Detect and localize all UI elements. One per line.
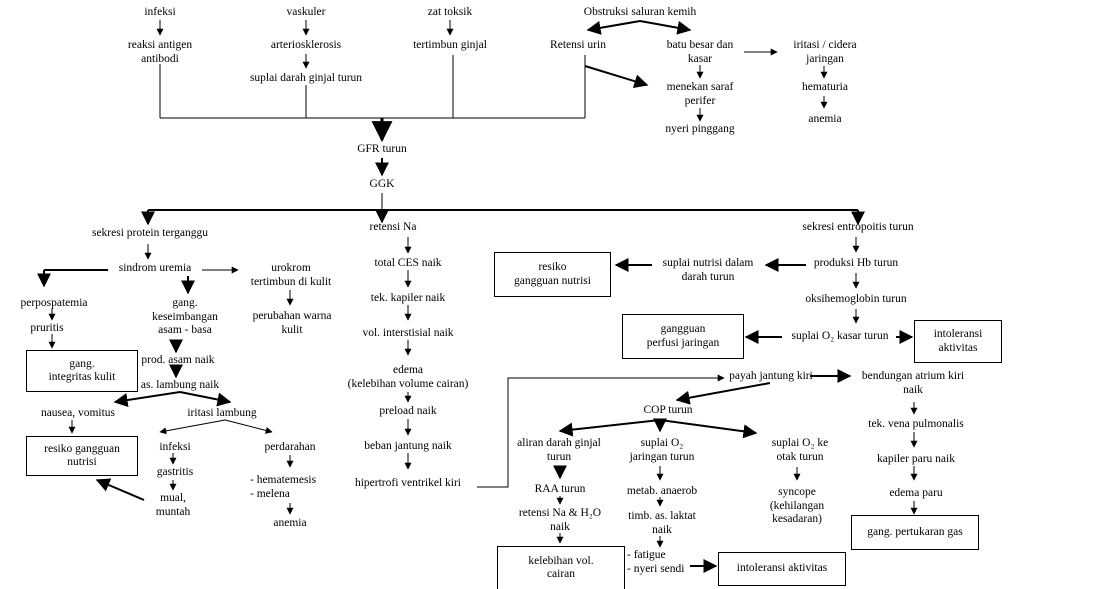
- box-kelebihan-vol: kelebihan vol. cairan: [497, 546, 625, 589]
- node-oksihemoglobin: oksihemoglobin turun: [805, 293, 907, 305]
- node-ggk: GGK: [369, 178, 395, 190]
- node-arteriosklerosis: arteriosklerosis: [270, 39, 342, 51]
- node-infeksi: infeksi: [144, 6, 176, 18]
- node-as-lambung: as. lambung naik: [140, 379, 220, 391]
- node-metab-anaerob: metab. anaerob: [626, 485, 698, 497]
- node-retensi-urin: Retensi urin: [550, 39, 606, 51]
- node-menekan-saraf: menekan saraf perifer: [666, 81, 734, 107]
- node-sekresi-protein: sekresi protein terganggu: [91, 227, 209, 239]
- node-cop-turun: COP turun: [643, 404, 693, 416]
- box-intoleransi-aktivitas-top: intoleransi aktivitas: [914, 320, 1002, 363]
- node-retensi-na-h2o: retensi Na & H₂O naik: [518, 507, 602, 533]
- node-suplai-o2-otak: suplai O₂ ke otak turun: [771, 437, 829, 463]
- box-gangguan-perfusi: gangguan perfusi jaringan: [622, 314, 744, 359]
- node-produksi-hb: produksi Hb turun: [813, 257, 899, 269]
- node-edema-paru: edema paru: [889, 487, 943, 499]
- node-tek-kapiler: tek. kapiler naik: [370, 292, 446, 304]
- node-aliran-darah-ginjal: aliran darah ginjal turun: [517, 437, 601, 463]
- node-bendungan-atrium: bendungan atrium kiri naik: [861, 370, 965, 396]
- node-nausea: nausea, vomitus: [40, 407, 116, 419]
- node-beban-jantung: beban jantung naik: [364, 440, 452, 452]
- node-anemia-bottom: anemia: [273, 517, 307, 529]
- node-iritasi-lambung: iritasi lambung: [187, 407, 257, 419]
- box-resiko-gangguan-nutrisi-right: resiko gangguan nutrisi: [494, 252, 611, 297]
- node-tek-vena: tek. vena pulmonalis: [868, 418, 964, 430]
- node-gang-keseimbangan: gang. keseimbangan asam - basa: [152, 297, 218, 336]
- node-reaksi-antigen: reaksi antigen antibodi: [127, 39, 193, 65]
- box-gang-pertukaran-gas: gang. pertukaran gas: [851, 515, 979, 550]
- node-suplai-o2-kasar: suplai O₂ kasar turun: [791, 330, 889, 342]
- node-sindrom-uremia: sindrom uremia: [118, 262, 192, 274]
- node-perubahan-warna: perubahan warna kulit: [252, 310, 332, 336]
- node-timb-as-laktat: timb. as. laktat naik: [628, 510, 696, 536]
- node-nyeri-pinggang: nyeri pinggang: [665, 123, 735, 135]
- node-perdarahan: perdarahan: [264, 441, 316, 453]
- node-zat-toksik: zat toksik: [427, 6, 473, 18]
- node-anemia-top: anemia: [808, 113, 842, 125]
- node-batu-besar: batu besar dan kasar: [666, 39, 734, 65]
- node-tertimbun-ginjal: tertimbun ginjal: [413, 39, 487, 51]
- node-gfr-turun: GFR turun: [357, 143, 407, 155]
- box-gang-integritas-kulit: gang. integritas kulit: [26, 350, 138, 392]
- node-preload: preload naik: [379, 405, 437, 417]
- node-perpospatemia: perpospatemia: [20, 297, 88, 309]
- node-fatigue: - fatigue - nyeri sendi: [627, 549, 685, 575]
- node-retensi-na: retensi Na: [369, 221, 417, 233]
- node-suplai-darah-ginjal: suplai darah ginjal turun: [249, 72, 363, 84]
- node-kapiler-paru: kapiler paru naik: [877, 453, 955, 465]
- node-obstruksi: Obstruksi saluran kemih: [583, 6, 697, 18]
- node-prod-asam: prod. asam naik: [141, 354, 215, 366]
- node-hipertrofi: hipertrofi ventrikel kiri: [354, 477, 462, 489]
- node-pruritis: pruritis: [30, 322, 64, 334]
- node-hematemesis: - hematemesis - melena: [250, 474, 317, 500]
- node-infeksi-lambung: infeksi: [159, 441, 191, 453]
- node-raa-turun: RAA turun: [534, 483, 586, 495]
- node-urokrom: urokrom tertimbun di kulit: [250, 262, 332, 288]
- node-total-ces: total CES naik: [374, 257, 442, 269]
- node-gastritis: gastritis: [156, 466, 194, 478]
- node-sekresi-eritropoitis: sekresi entropoitis turun: [802, 221, 914, 233]
- node-suplai-o2-jaringan: suplai O₂ jaringan turun: [629, 437, 695, 463]
- node-payah-jantung: payah jantung kiri: [729, 370, 813, 382]
- box-resiko-gangguan-nutrisi-left: resiko gangguan nutrisi: [26, 436, 138, 476]
- node-mual-muntah: mual, muntah: [155, 492, 191, 518]
- node-vol-interstisial: vol. interstisial naik: [362, 327, 454, 339]
- node-iritasi-cidera: iritasi / cidera jaringan: [793, 39, 857, 65]
- box-intoleransi-aktivitas-bottom: intoleransi aktivitas: [718, 552, 846, 586]
- node-hematuria: hematuria: [802, 81, 848, 93]
- node-vaskuler: vaskuler: [286, 6, 326, 18]
- node-edema: edema (kelebihan volume cairan): [347, 364, 469, 390]
- node-syncope: syncope (kehilangan kesadaran): [769, 486, 825, 525]
- node-suplai-nutrisi: suplai nutrisi dalam darah turun: [662, 257, 754, 283]
